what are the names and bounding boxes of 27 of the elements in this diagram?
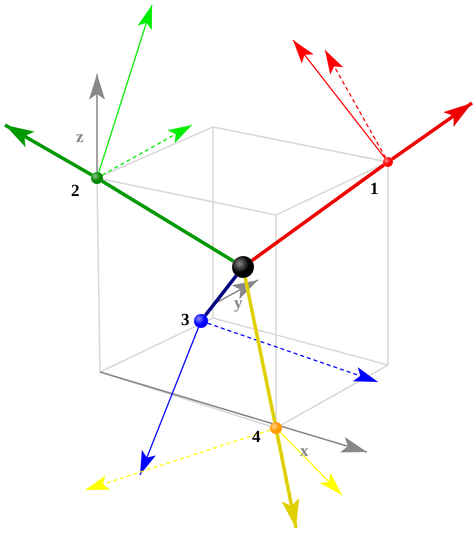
point-number: 4	[252, 428, 260, 445]
arrow	[84, 429, 270, 491]
axis-label: x	[300, 442, 308, 459]
line	[244, 277, 276, 422]
point-number: 1	[370, 180, 378, 197]
point-marker	[383, 157, 393, 167]
point-number: 3	[181, 311, 190, 328]
axis-label: z	[76, 128, 84, 145]
point-marker	[270, 422, 282, 434]
arrow	[4, 123, 93, 177]
arrow	[391, 102, 473, 161]
arrow	[207, 322, 378, 383]
point-marker	[91, 172, 103, 184]
arrow	[98, 4, 153, 172]
arrow	[102, 124, 192, 176]
arrow	[275, 434, 300, 528]
line	[204, 274, 238, 317]
arrow	[292, 40, 386, 158]
point-marker	[194, 314, 208, 328]
point-number: 2	[71, 182, 80, 199]
arrow	[139, 327, 199, 476]
line	[101, 180, 235, 263]
arrow	[324, 50, 386, 158]
axis-label: y	[234, 294, 242, 311]
arrow	[280, 432, 342, 496]
point-marker	[232, 256, 254, 278]
line	[250, 164, 385, 262]
